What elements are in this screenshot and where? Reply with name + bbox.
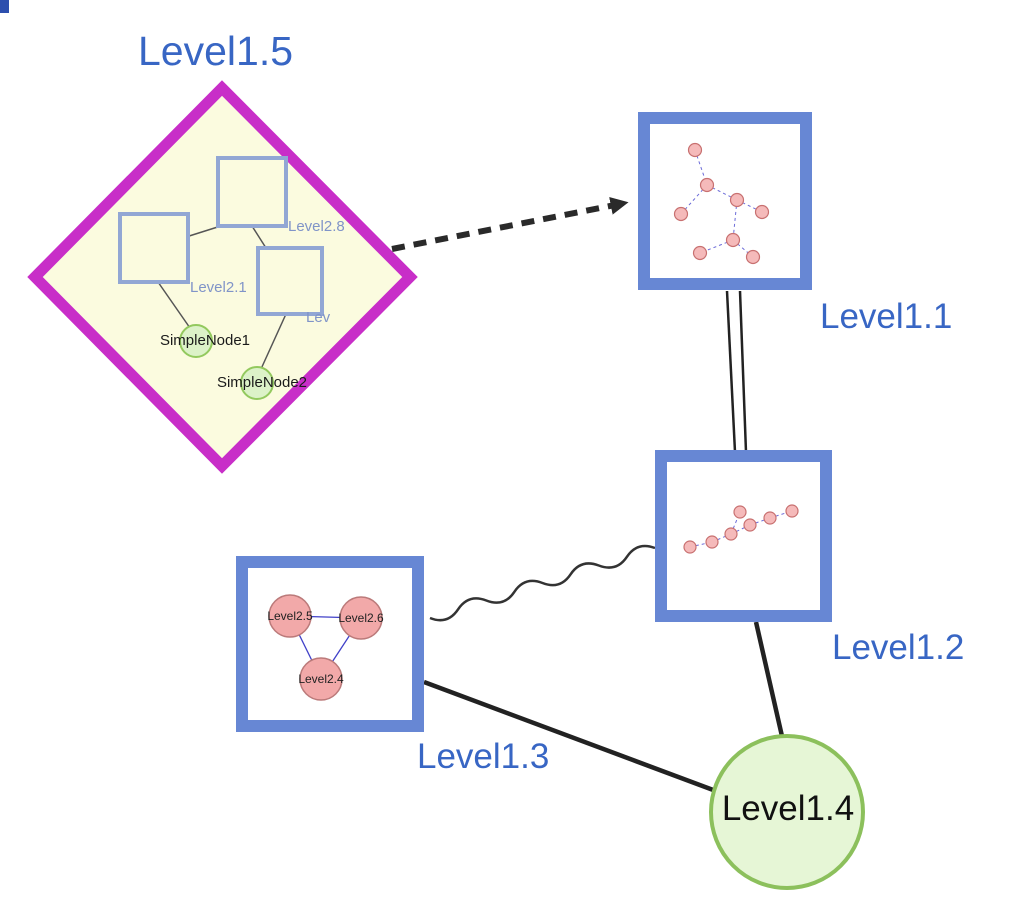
edge-level1-1-level1-2[interactable] bbox=[725, 290, 748, 453]
node-level1-2[interactable] bbox=[655, 450, 832, 622]
level1-4-label: Level1.4 bbox=[721, 789, 855, 828]
level2-x-label: Lev bbox=[306, 309, 331, 326]
level2-1-label: Level2.1 bbox=[190, 279, 247, 296]
level1-5-label: Level1.5 bbox=[138, 28, 294, 74]
level1-3-subgraph: Level2.5 Level2.6 Level2.4 bbox=[267, 594, 384, 701]
node-level1-5-diamond[interactable] bbox=[27, 80, 418, 474]
node-level2-6[interactable] bbox=[339, 596, 383, 640]
node-level2-5[interactable] bbox=[268, 594, 312, 638]
level1-2-subgraph bbox=[683, 504, 799, 554]
node-level1-4[interactable] bbox=[709, 734, 865, 890]
level2-5-label: Level2.5 bbox=[267, 609, 313, 623]
level1-1-subgraph-edges bbox=[680, 149, 763, 258]
level2-6-label: Level2.6 bbox=[338, 611, 384, 625]
level2-4-label: Level2.4 bbox=[298, 672, 344, 686]
edge-level2-8-level2-x bbox=[251, 225, 267, 249]
simplenode1-label: SimpleNode1 bbox=[160, 332, 250, 349]
level1-1-subgraph-nodes bbox=[673, 142, 770, 265]
node-simplenode1[interactable] bbox=[179, 324, 213, 358]
level1-3-subgraph-nodes bbox=[268, 594, 383, 701]
simplenode2-label: SimpleNode2 bbox=[217, 374, 307, 391]
node-level2-x[interactable] bbox=[256, 246, 324, 316]
node-level1-3[interactable]: Level2.5 Level2.6 Level2.4 bbox=[236, 556, 424, 732]
edge-level1-3-level1-2[interactable] bbox=[429, 544, 656, 622]
level1-1-subgraph bbox=[673, 142, 770, 265]
node-level2-8[interactable] bbox=[216, 156, 288, 228]
edge-level1-5-level1-1[interactable] bbox=[391, 196, 629, 252]
level1-2-label: Level1.2 bbox=[832, 628, 965, 667]
level1-1-label: Level1.1 bbox=[820, 297, 953, 336]
node-level2-4[interactable] bbox=[299, 657, 343, 701]
node-level2-1[interactable] bbox=[118, 212, 190, 284]
node-level1-1[interactable] bbox=[638, 112, 812, 290]
edge-level1-3-level1-4[interactable] bbox=[423, 679, 741, 803]
node-simplenode2[interactable] bbox=[240, 366, 274, 400]
edge-level2-1-simplenode1 bbox=[157, 281, 191, 329]
level1-3-label: Level1.3 bbox=[417, 737, 550, 776]
corner-artifact bbox=[0, 0, 9, 13]
level1-2-subgraph-nodes bbox=[683, 504, 799, 554]
level2-8-label: Level2.8 bbox=[288, 218, 345, 235]
edge-level2-x-simplenode2 bbox=[260, 313, 287, 370]
edge-level1-2-level1-4[interactable] bbox=[753, 621, 787, 746]
